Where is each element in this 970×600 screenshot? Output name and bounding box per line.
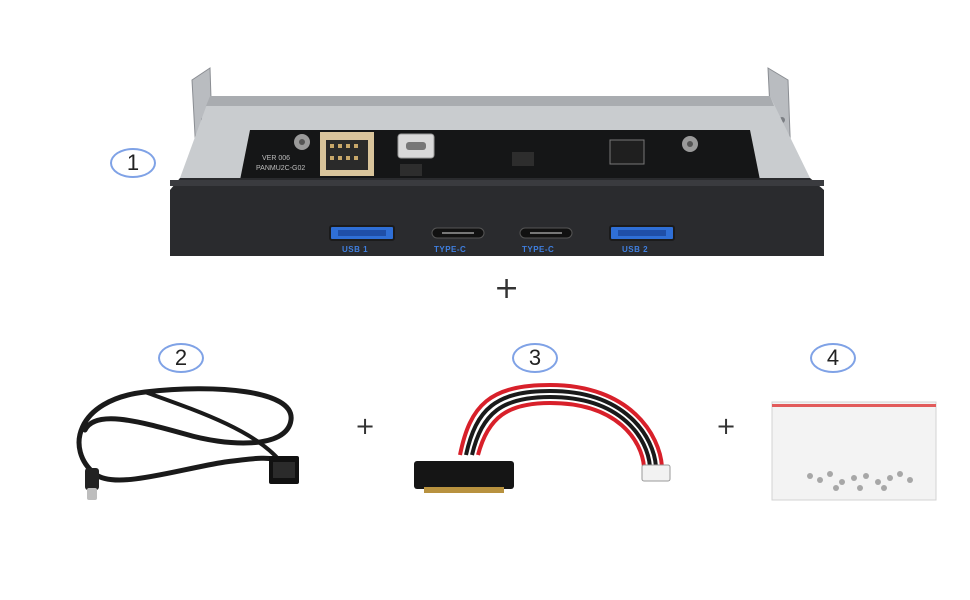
pcb-version-text: VER 006	[262, 155, 290, 162]
usb-c-cable-image	[76, 386, 299, 500]
plus-sign-3-4: +	[716, 412, 737, 440]
front-panel-hub-image: PANMU2C-G02 VER 006 USB 1 TYPE-C TYPE-C …	[170, 67, 824, 256]
plus-sign-main: +	[494, 271, 520, 306]
plus-sign-2-3: +	[355, 412, 376, 440]
pcb-model-text: PANMU2C-G02	[256, 165, 305, 172]
badge-cable: 2	[158, 343, 204, 373]
sata-power-cable-image	[414, 382, 671, 493]
port-label-typec-right: TYPE-C	[522, 245, 554, 254]
port-label-usb1: USB 1	[342, 245, 368, 254]
badge-screws: 4	[810, 343, 856, 373]
port-label-usb2: USB 2	[622, 245, 648, 254]
port-label-typec-left: TYPE-C	[434, 245, 466, 254]
badge-power-cable: 3	[512, 343, 558, 373]
badge-hub: 1	[110, 148, 156, 178]
screw-bag-image	[771, 401, 937, 501]
